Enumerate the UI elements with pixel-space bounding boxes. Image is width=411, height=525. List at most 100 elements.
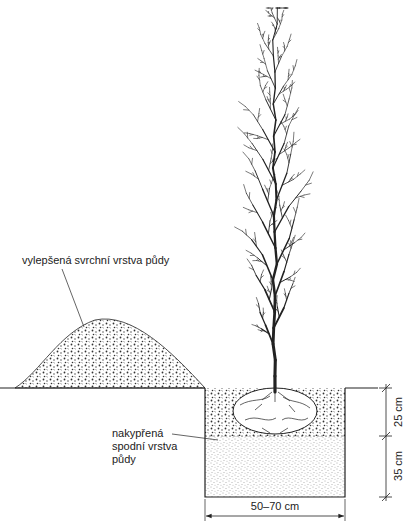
branch (258, 114, 259, 122)
branch (265, 82, 267, 86)
branch (257, 325, 258, 327)
branch (271, 282, 272, 289)
branch (258, 329, 261, 331)
branch (282, 15, 284, 17)
branch (267, 8, 269, 9)
branch (298, 239, 302, 241)
branch (266, 325, 273, 344)
branch (277, 8, 278, 9)
soil-label: nakypřená spodní vrstva půdy (112, 427, 196, 466)
branch (257, 136, 268, 140)
branch (256, 326, 261, 329)
branch (285, 99, 289, 115)
branch (289, 143, 295, 148)
branch (269, 223, 273, 227)
branch (309, 172, 313, 180)
branch (268, 38, 269, 40)
branch (274, 221, 277, 223)
branch (270, 160, 274, 164)
branch (273, 264, 277, 280)
branch (256, 298, 258, 304)
branch (284, 126, 287, 134)
branch (287, 85, 292, 89)
branch (289, 220, 294, 239)
extension-lines (205, 499, 345, 521)
branch (295, 60, 297, 66)
branch (276, 8, 277, 9)
branch (255, 70, 259, 72)
branch (277, 8, 282, 9)
branch (288, 69, 289, 73)
branch (249, 193, 250, 199)
branch (268, 38, 269, 43)
branch (292, 117, 297, 119)
branch (283, 8, 286, 9)
branch (261, 76, 264, 78)
branch (289, 88, 292, 99)
branch (265, 185, 267, 189)
branch (288, 279, 290, 280)
branch (285, 117, 287, 121)
branch (272, 25, 274, 27)
branch (270, 14, 274, 17)
branch (277, 51, 278, 56)
branch (270, 180, 271, 184)
branch (263, 86, 266, 92)
branch (259, 71, 260, 73)
branch (284, 255, 289, 272)
branch (250, 134, 253, 136)
branch (273, 280, 275, 296)
branch (284, 289, 286, 294)
branch (273, 144, 284, 168)
branch (275, 28, 276, 34)
branch (274, 308, 284, 328)
branch (281, 47, 287, 57)
branch (263, 159, 276, 184)
branch (286, 142, 287, 145)
branch (269, 92, 271, 99)
branch (251, 174, 258, 179)
branch (277, 8, 278, 24)
branch (292, 66, 296, 75)
branch (290, 241, 291, 244)
pit-top-layer (205, 388, 345, 436)
branch (260, 86, 266, 100)
branch (287, 39, 289, 46)
branch (258, 115, 260, 118)
branch (261, 329, 269, 334)
branch (293, 207, 295, 212)
branch (268, 188, 270, 201)
branch (244, 109, 249, 110)
branch (267, 97, 269, 100)
branch (272, 40, 274, 56)
branch (271, 8, 272, 9)
roots (262, 392, 290, 402)
branch (295, 110, 298, 114)
branch (243, 207, 249, 209)
branch (273, 376, 276, 392)
branch (286, 8, 288, 9)
branch (289, 191, 301, 207)
branch (270, 282, 272, 285)
branch (271, 8, 272, 10)
branch (286, 8, 288, 9)
branch (275, 28, 276, 30)
branch (293, 132, 295, 141)
branch (289, 284, 293, 294)
branch (275, 248, 276, 264)
branch (276, 173, 286, 200)
branch (242, 231, 251, 240)
branch (294, 271, 295, 274)
branch (278, 18, 279, 20)
branch (284, 46, 285, 51)
branch (246, 193, 252, 205)
dimension-line (386, 384, 387, 501)
branch (297, 268, 301, 272)
branch (283, 46, 284, 48)
branch (256, 305, 259, 308)
dimension-ticks (379, 384, 392, 501)
branch (285, 99, 287, 106)
branch (257, 259, 259, 261)
branch (239, 102, 246, 107)
branch (263, 308, 264, 312)
